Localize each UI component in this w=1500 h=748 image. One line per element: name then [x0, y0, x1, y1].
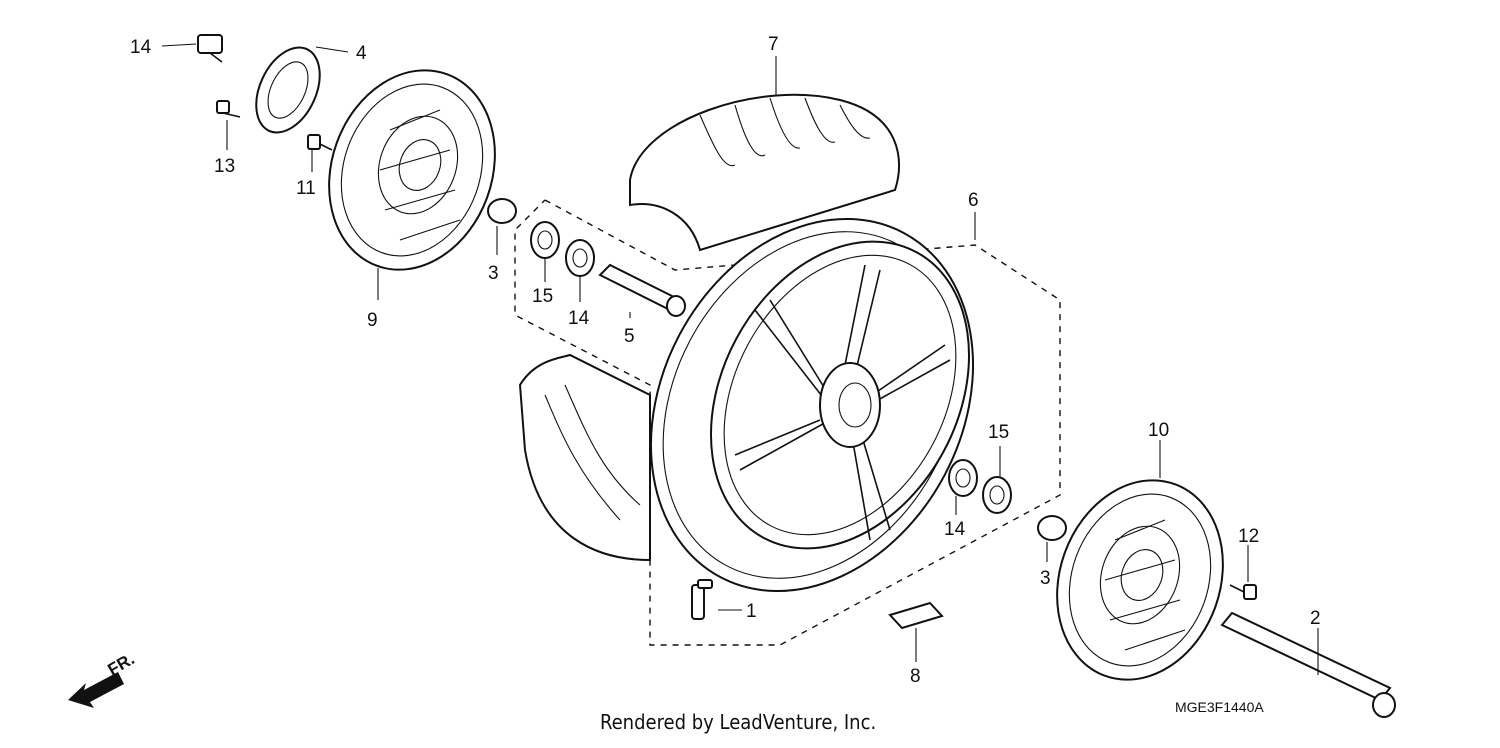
callout-5: 5	[624, 326, 635, 347]
callout-2: 2	[1310, 608, 1321, 629]
callout-3-left: 3	[488, 263, 499, 284]
callout-12: 13	[214, 156, 235, 177]
front-direction-indicator: FR.	[68, 649, 138, 708]
balance-weight-8[interactable]	[888, 601, 944, 630]
dust-seal-15-left[interactable]	[530, 221, 560, 259]
front-direction-label: FR.	[105, 649, 138, 679]
callout-8: 8	[910, 666, 921, 687]
callout-9: 9	[367, 310, 378, 331]
callout-4: 4	[356, 43, 367, 64]
callout-1: 1	[746, 601, 757, 622]
front-axle-2[interactable]	[1220, 611, 1396, 718]
callout-11-left: 11	[296, 178, 316, 199]
callout-14-left: 14	[568, 308, 590, 329]
distance-collar-5[interactable]	[598, 263, 686, 317]
front-direction-arrow-icon	[68, 672, 124, 708]
bearing-14-right[interactable]	[948, 459, 978, 497]
callout-15-left: 15	[532, 286, 553, 307]
callout-6: 6	[968, 190, 979, 211]
dust-seal-15-right[interactable]	[982, 476, 1012, 514]
callout-14-right: 14	[944, 519, 966, 540]
side-collar-3-left[interactable]	[487, 198, 517, 224]
right-brake-disc[interactable]	[1030, 457, 1250, 703]
diagram-code: MGE3F1440A	[1175, 699, 1264, 715]
callout-13: 14	[130, 37, 152, 58]
callout-labels: 14 4 13 11 9 3 15 14 5 7 6 15 14 3 1 8 1…	[130, 34, 1321, 687]
flange-bolt-13[interactable]	[197, 34, 223, 63]
leader-lines	[161, 43, 1319, 675]
callout-15-right: 15	[988, 422, 1009, 443]
side-collar-3-right[interactable]	[1037, 515, 1067, 541]
left-brake-disc[interactable]	[302, 47, 522, 293]
valve-stem-1[interactable]	[691, 579, 713, 620]
disc-bolt-11-left[interactable]	[307, 134, 333, 151]
callout-11-right: 12	[1238, 526, 1259, 547]
bolt-12[interactable]	[216, 100, 241, 118]
speedometer-ring[interactable]	[244, 37, 333, 142]
tire[interactable]	[518, 93, 901, 562]
bearing-14-left[interactable]	[565, 239, 595, 277]
callout-7: 7	[768, 34, 779, 55]
disc-bolt-11-right[interactable]	[1229, 584, 1257, 600]
wheel-rim[interactable]	[588, 162, 1036, 647]
callout-3-right: 3	[1040, 568, 1051, 589]
render-credit: Rendered by LeadVenture, Inc.	[600, 710, 876, 734]
callout-10: 10	[1148, 420, 1169, 441]
